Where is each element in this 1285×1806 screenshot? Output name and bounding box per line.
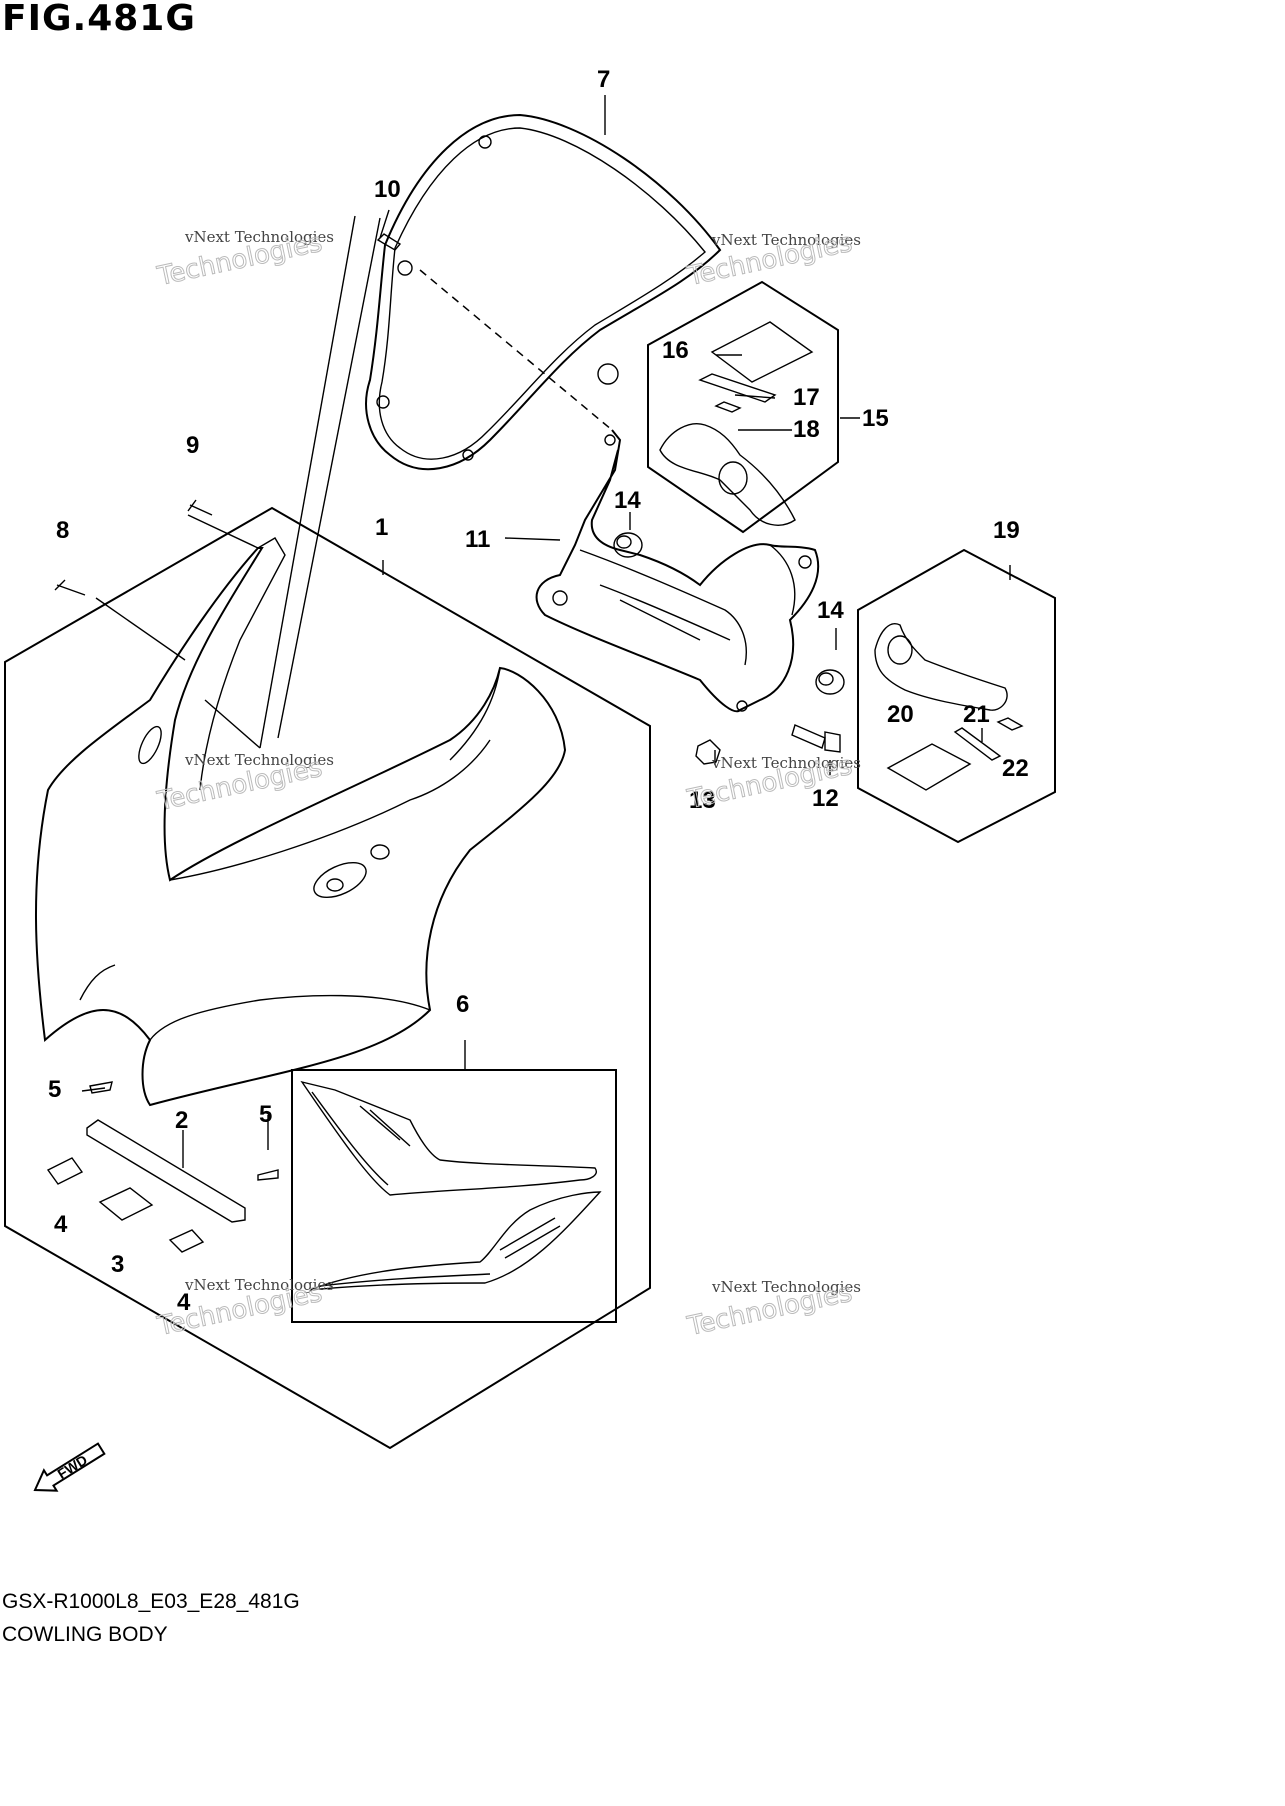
watermark-e: vNext Technologies <box>184 1276 334 1294</box>
callout-7: 7 <box>597 66 610 93</box>
callout-10: 10 <box>374 176 401 203</box>
callout-1: 1 <box>375 514 388 541</box>
item-12-13-hardware <box>695 724 841 765</box>
item-19-parts <box>874 623 1024 791</box>
figure-code: GSX-R1000L8_E03_E28_481G <box>2 1590 300 1613</box>
callout-3: 3 <box>111 1251 124 1278</box>
cowling-frame <box>4 506 651 1450</box>
callout-8: 8 <box>56 517 69 544</box>
callout-21: 21 <box>963 701 990 728</box>
watermark-c: vNext Technologies <box>184 751 334 769</box>
item-2-bar <box>86 1119 246 1223</box>
item-6-decals <box>300 1080 602 1291</box>
callout-2: 2 <box>175 1107 188 1134</box>
dashed-leader <box>419 269 613 431</box>
figure-name: COWLING BODY <box>2 1623 168 1646</box>
item-15-box <box>647 280 839 534</box>
callout-16: 16 <box>662 337 689 364</box>
item-11-bracket <box>535 429 820 713</box>
callout-5a: 5 <box>48 1076 61 1103</box>
item-3-pad <box>98 1187 154 1221</box>
figure-title: FIG.481G <box>2 0 196 39</box>
item-15-parts <box>659 321 814 526</box>
callout-4a: 4 <box>54 1211 68 1238</box>
callout-9: 9 <box>186 432 199 459</box>
item-19-box <box>857 548 1056 844</box>
callout-18: 18 <box>793 416 820 443</box>
cowling-hardware <box>54 233 402 1181</box>
item-4-pad-b <box>168 1229 205 1253</box>
item-4-pad-a <box>46 1157 84 1185</box>
watermark-d: vNext Technologies <box>711 754 861 772</box>
fwd-arrow: FWD <box>33 1442 106 1492</box>
item-6-box <box>291 1069 617 1323</box>
callout-11: 11 <box>465 526 490 553</box>
callout-6: 6 <box>456 991 469 1018</box>
callout-12: 12 <box>812 785 839 812</box>
callouts: 1 2 3 4 4 5 5 6 7 8 9 10 11 12 13 14 14 … <box>48 66 1029 1316</box>
callout-14a: 14 <box>614 487 641 514</box>
watermark-f: vNext Technologies <box>711 1278 861 1296</box>
watermark-a: vNext Technologies <box>184 228 334 246</box>
callout-19: 19 <box>993 517 1020 544</box>
windscreen-shape <box>365 113 722 471</box>
callout-22: 22 <box>1002 755 1029 782</box>
callout-15: 15 <box>862 405 889 432</box>
callout-14b: 14 <box>817 597 844 624</box>
watermark-b: vNext Technologies <box>711 231 861 249</box>
callout-5b: 5 <box>259 1101 272 1128</box>
callout-17: 17 <box>793 384 820 411</box>
callout-13: 13 <box>689 787 716 814</box>
item-14-grommets <box>613 532 845 695</box>
callout-4b: 4 <box>177 1289 191 1316</box>
callout-20: 20 <box>887 701 914 728</box>
